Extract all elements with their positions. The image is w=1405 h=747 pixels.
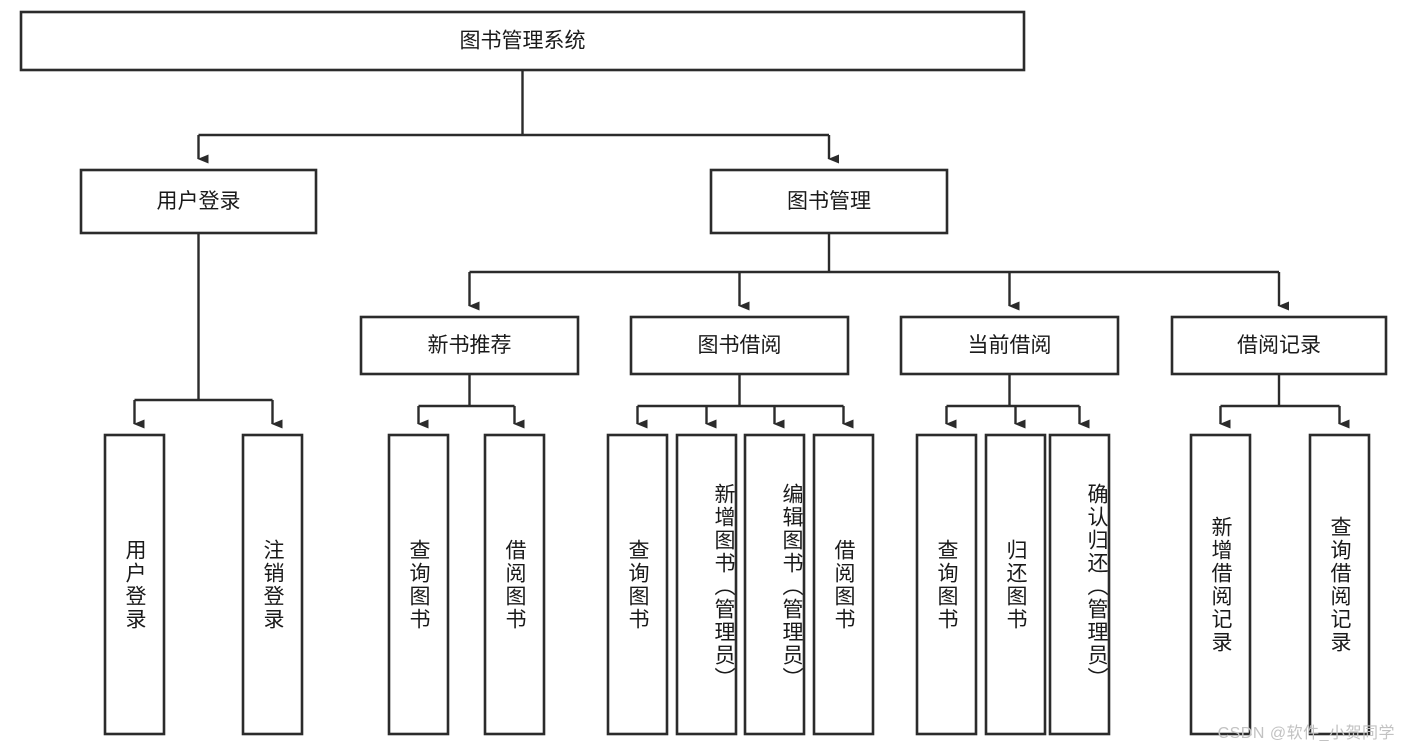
node-user-login-rect[interactable]	[79, 168, 318, 235]
leaf-query-book-1-label: 查询图书	[407, 538, 430, 631]
leaf-add-book-admin-label: 新增图书（管理员）	[712, 483, 735, 690]
node-leaf-borrow-book-1[interactable]	[483, 433, 546, 736]
node-current-borrow[interactable]: 当前借阅	[899, 315, 1120, 376]
node-leaf-logout-login[interactable]	[241, 433, 304, 736]
node-book-borrow-rect[interactable]	[629, 315, 850, 376]
leaf-edit-book-admin-label: 编辑图书（管理员）	[780, 483, 803, 690]
node-leaf-add-borrow-record-rect[interactable]	[1189, 433, 1252, 736]
node-leaf-query-book-1[interactable]	[387, 433, 450, 736]
node-leaf-confirm-return-admin[interactable]	[1048, 433, 1111, 736]
node-book-management-label: 图书管理	[787, 190, 871, 213]
node-leaf-add-book-admin-rect[interactable]	[675, 433, 738, 736]
node-book-management[interactable]: 图书管理	[709, 168, 949, 235]
leaf-borrow-book-2-label: 借阅图书	[832, 538, 855, 631]
node-leaf-query-borrow-record-rect[interactable]	[1308, 433, 1371, 736]
node-leaf-add-book-admin[interactable]	[675, 433, 738, 736]
node-book-management-rect[interactable]	[709, 168, 949, 235]
node-leaf-return-book-rect[interactable]	[984, 433, 1047, 736]
node-current-borrow-label: 当前借阅	[968, 334, 1052, 357]
node-leaf-borrow-book-1-rect[interactable]	[483, 433, 546, 736]
node-root-root-rect[interactable]	[19, 10, 1026, 72]
node-leaf-add-borrow-record[interactable]	[1189, 433, 1252, 736]
node-leaf-return-book[interactable]	[984, 433, 1047, 736]
node-user-login[interactable]: 用户登录	[79, 168, 318, 235]
node-borrow-record-rect[interactable]	[1170, 315, 1388, 376]
node-leaf-user-login[interactable]	[103, 433, 166, 736]
node-leaf-query-borrow-record[interactable]	[1308, 433, 1371, 736]
node-leaf-query-book-2-rect[interactable]	[606, 433, 669, 736]
node-borrow-record-label: 借阅记录	[1237, 334, 1321, 357]
leaf-add-borrow-record-label: 新增借阅记录	[1209, 515, 1232, 654]
node-root-root[interactable]: 图书管理系统	[19, 10, 1026, 72]
node-leaf-query-book-3[interactable]	[915, 433, 978, 736]
leaf-borrow-book-1-label: 借阅图书	[503, 538, 526, 631]
leaf-query-book-2-label: 查询图书	[626, 538, 649, 631]
node-new-book-recommend[interactable]: 新书推荐	[359, 315, 580, 376]
leaf-confirm-return-admin-label: 确认归还（管理员）	[1085, 483, 1108, 690]
node-book-borrow-label: 图书借阅	[698, 334, 782, 357]
node-leaf-edit-book-admin-rect[interactable]	[743, 433, 806, 736]
node-new-book-recommend-rect[interactable]	[359, 315, 580, 376]
leaf-query-book-3-label: 查询图书	[935, 538, 958, 631]
leaf-logout-login-label: 注销登录	[261, 538, 284, 631]
watermark-text: CSDN @软件_小贺同学	[1217, 725, 1395, 742]
node-leaf-logout-login-rect[interactable]	[241, 433, 304, 736]
node-leaf-borrow-book-2-rect[interactable]	[812, 433, 875, 736]
leaf-return-book-label: 归还图书	[1004, 538, 1027, 631]
node-leaf-borrow-book-2[interactable]	[812, 433, 875, 736]
leaf-user-login-label: 用户登录	[123, 538, 146, 631]
node-leaf-confirm-return-admin-rect[interactable]	[1048, 433, 1111, 736]
node-leaf-query-book-3-rect[interactable]	[915, 433, 978, 736]
node-leaf-query-book-2[interactable]	[606, 433, 669, 736]
node-borrow-record[interactable]: 借阅记录	[1170, 315, 1388, 376]
node-leaf-edit-book-admin[interactable]	[743, 433, 806, 736]
node-new-book-recommend-label: 新书推荐	[428, 334, 512, 357]
node-book-borrow[interactable]: 图书借阅	[629, 315, 850, 376]
connectors-layer	[133, 70, 1350, 429]
node-root-root-label: 图书管理系统	[460, 30, 586, 53]
node-current-borrow-rect[interactable]	[899, 315, 1120, 376]
node-user-login-label: 用户登录	[157, 190, 241, 213]
node-leaf-query-book-1-rect[interactable]	[387, 433, 450, 736]
leaf-query-borrow-record-label: 查询借阅记录	[1328, 515, 1351, 654]
node-leaf-user-login-rect[interactable]	[103, 433, 166, 736]
